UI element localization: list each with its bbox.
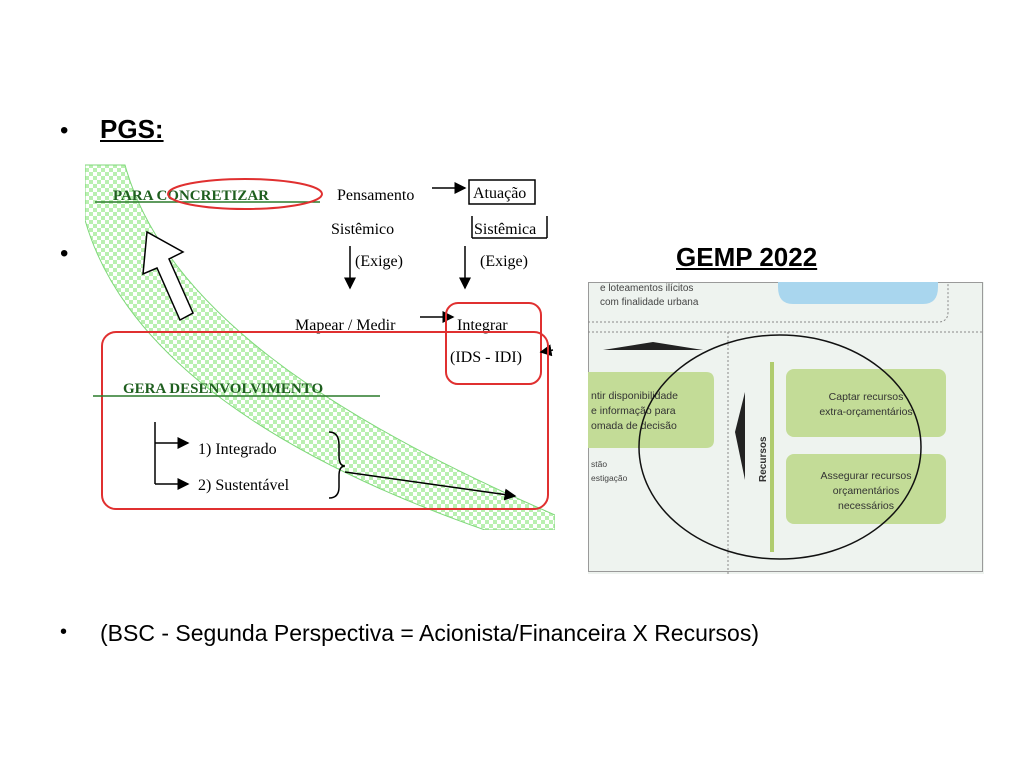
ids-idi-label: (IDS - IDI) — [450, 349, 522, 366]
left-small-2: estigação — [591, 473, 628, 483]
highlight-ellipse — [638, 334, 922, 560]
integrar-label: Integrar — [457, 317, 508, 334]
atuacao-box — [468, 179, 536, 205]
box2-line-3: necessários — [838, 500, 894, 512]
sistemica-label: Sistêmica — [474, 221, 536, 238]
exige-label-2: (Exige) — [480, 253, 528, 270]
recursos-label: Recursos — [758, 436, 769, 482]
recursos-dark-arrow — [735, 392, 745, 480]
top-line-1: e loteamentos ilícitos — [600, 283, 693, 294]
left-small-1: stão — [591, 459, 607, 469]
left-box-line-2: e informação para — [591, 405, 676, 417]
footer-text: (BSC - Segunda Perspectiva = Acionista/F… — [100, 620, 760, 646]
pensamento-label: Pensamento — [337, 187, 414, 204]
atuacao-label: Atuação — [473, 185, 526, 202]
item-sustentavel: 2) Sustentável — [198, 477, 290, 494]
gemp-title: GEMP 2022 — [676, 242, 818, 272]
pgs-diagram: PARA CONCRETIZAR Pensamento Sistêmico (E… — [85, 164, 555, 530]
up-arrow-icon — [142, 230, 194, 322]
left-dark-triangle — [603, 342, 703, 350]
box1-line-1: Captar recursos — [829, 391, 904, 403]
desenvolvimento-box — [101, 331, 549, 510]
left-box-line-1: ntir disponibilidade — [591, 390, 678, 402]
box1-line-2: extra-orçamentários — [819, 406, 912, 418]
left-box-line-3: omada de decisão — [591, 420, 677, 432]
bullet-2: • — [60, 240, 69, 267]
box2-line-1: Assegurar recursos — [820, 470, 911, 482]
top-line-2: com finalidade urbana — [600, 297, 699, 308]
box2-line-2: orçamentários — [833, 485, 900, 497]
gemp-map-panel: e loteamentos ilícitos com finalidade ur… — [588, 282, 984, 574]
gera-desenvolvimento-label: GERA DESENVOLVIMENTO — [123, 381, 323, 397]
item-integrado: 1) Integrado — [198, 441, 277, 458]
left-green-box — [588, 372, 714, 448]
integrar-box — [445, 302, 542, 385]
bullet-3: • — [60, 621, 68, 643]
bullet-1: • — [60, 117, 69, 144]
items-brace — [328, 431, 346, 499]
brace-arrow — [344, 471, 517, 501]
assegurar-recursos-box — [786, 454, 946, 524]
captar-recursos-box — [786, 369, 946, 437]
sistemico-label: Sistêmico — [331, 221, 394, 238]
recursos-bar — [770, 362, 774, 552]
top-blue-box — [778, 282, 938, 304]
concretizar-ellipse — [167, 178, 323, 210]
mapear-medir-label: Mapear / Medir — [295, 317, 396, 334]
slide-title: PGS: — [100, 114, 164, 144]
para-concretizar-label: PARA CONCRETIZAR — [113, 188, 269, 204]
exige-label-1: (Exige) — [355, 253, 403, 270]
